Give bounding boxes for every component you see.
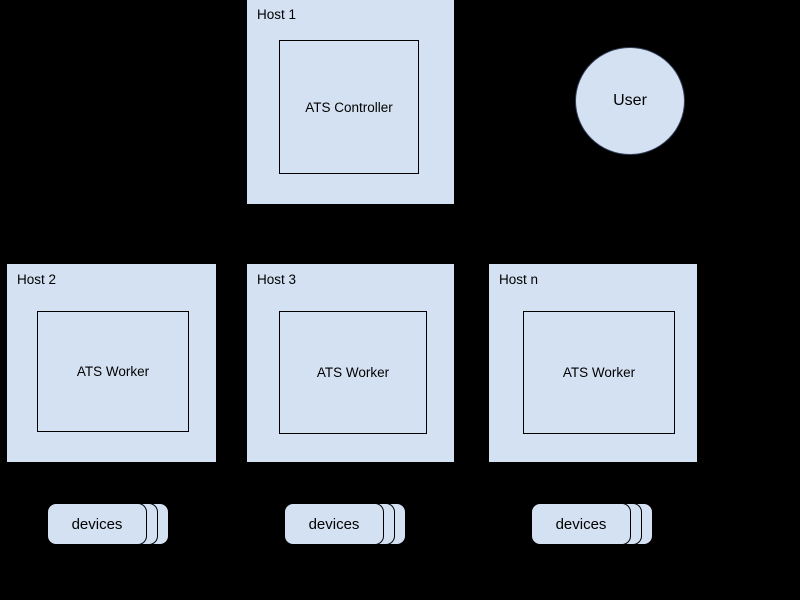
user-node[interactable]: User	[575, 47, 685, 155]
devices-stack-host-2[interactable]: devices	[47, 503, 169, 545]
devices-label-host-2: devices	[71, 515, 123, 533]
devices-card-front[interactable]: devices	[284, 503, 384, 545]
host-box-host-2[interactable]: Host 2 ATS Worker	[6, 263, 217, 463]
user-label: User	[613, 92, 647, 109]
component-box-host-3-ats-worker[interactable]: ATS Worker	[279, 311, 427, 434]
host-box-host-3[interactable]: Host 3 ATS Worker	[246, 263, 455, 463]
devices-label-host-3: devices	[308, 515, 360, 533]
component-label-host-3-ats-worker: ATS Worker	[316, 365, 390, 380]
component-box-host-n-ats-worker[interactable]: ATS Worker	[523, 311, 675, 434]
component-label-ats-controller: ATS Controller	[305, 99, 393, 115]
component-label-host-2-ats-worker: ATS Worker	[76, 364, 150, 379]
devices-label-host-n: devices	[555, 515, 607, 533]
host-label-host-n: Host n	[499, 272, 539, 287]
host-label-host-2: Host 2	[17, 272, 57, 287]
component-box-host-2-ats-worker[interactable]: ATS Worker	[37, 311, 189, 432]
host-label-host-1: Host 1	[257, 7, 297, 22]
devices-stack-host-n[interactable]: devices	[531, 503, 653, 545]
component-box-ats-controller[interactable]: ATS Controller	[279, 40, 419, 174]
component-label-host-n-ats-worker: ATS Worker	[562, 365, 636, 380]
host-box-host-1[interactable]: Host 1 ATS Controller	[246, 0, 455, 205]
devices-stack-host-3[interactable]: devices	[284, 503, 406, 545]
host-label-host-3: Host 3	[257, 272, 297, 287]
devices-card-front[interactable]: devices	[531, 503, 631, 545]
host-box-host-n[interactable]: Host n ATS Worker	[488, 263, 698, 463]
devices-card-front[interactable]: devices	[47, 503, 147, 545]
